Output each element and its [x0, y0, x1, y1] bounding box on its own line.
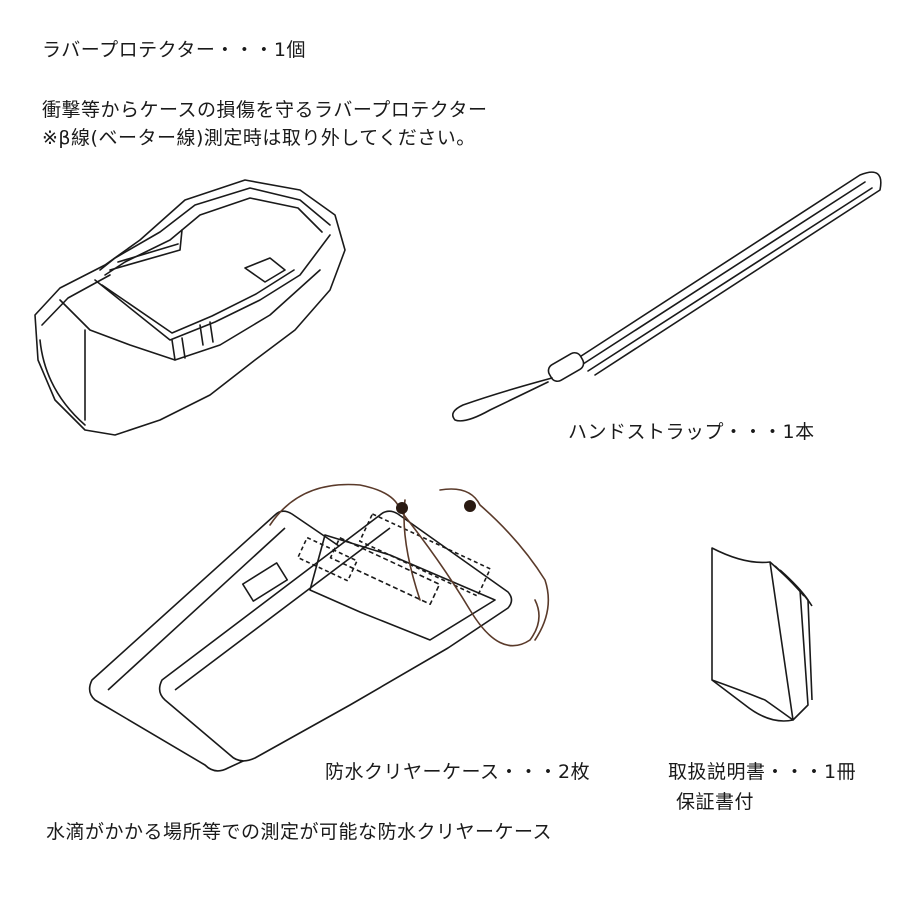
protector-description-line1: 衝撃等からケースの損傷を守るラバープロテクター [42, 99, 488, 121]
manual-label: 取扱説明書・・・1冊 [668, 761, 857, 783]
manual-booklet-illustration [711, 547, 813, 722]
waterproof-case-illustration [88, 510, 513, 772]
clear-case-label: 防水クリヤーケース・・・2枚 [325, 761, 591, 783]
hand-strap-illustration [452, 171, 882, 422]
strap-label: ハンドストラップ・・・1本 [568, 421, 815, 443]
cord-stopper-icon [396, 502, 408, 514]
protector-description-line2: ※β線(ベーター線)測定時は取り外してください。 [42, 127, 476, 149]
cord-stopper-icon [464, 500, 476, 512]
rubber-protector-illustration [34, 179, 346, 436]
warranty-label: 保証書付 [676, 791, 755, 813]
clear-case-description: 水滴がかかる場所等での測定が可能な防水クリヤーケース [46, 821, 553, 843]
protector-title: ラバープロテクター・・・1個 [42, 39, 306, 61]
